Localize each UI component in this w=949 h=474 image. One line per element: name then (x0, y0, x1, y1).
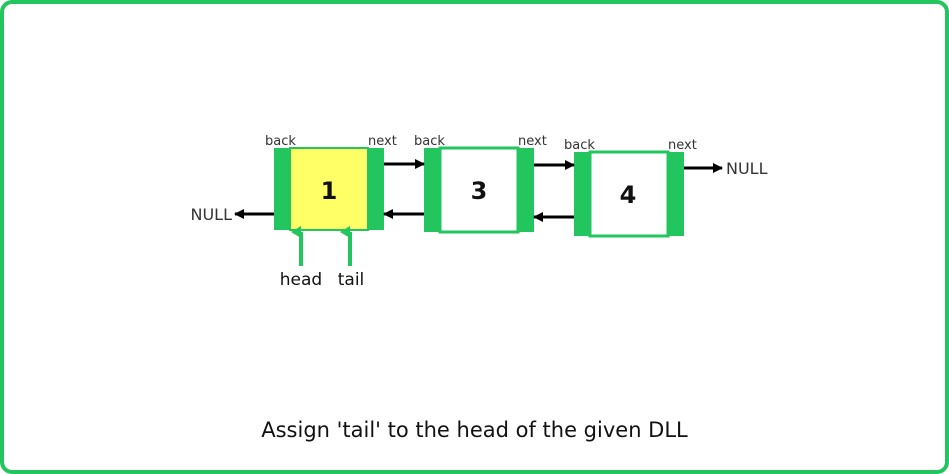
node-1: 1 back next (265, 134, 397, 231)
null-right-label: NULL (726, 159, 768, 178)
node-1-back-cell (274, 148, 290, 230)
node-3-next-cell (518, 148, 534, 232)
node-1-back-label: back (265, 134, 296, 149)
diagram-caption: Assign 'tail' to the head of the given D… (261, 418, 688, 442)
node-4-next-cell (668, 152, 684, 236)
node-3-data-cell (438, 146, 520, 234)
node-1-value: 1 (321, 177, 338, 205)
node-3-back-cell (424, 148, 440, 232)
node-3-value: 3 (471, 177, 488, 205)
node-3-next-label: next (518, 134, 547, 149)
node-4-back-label: back (564, 138, 595, 153)
node-1-next-label: next (368, 134, 397, 149)
node-4-next-label: next (668, 138, 697, 153)
tail-pointer-label: tail (338, 270, 365, 290)
node-3-back-label: back (414, 134, 445, 149)
node-3: 3 back next (414, 134, 547, 234)
head-pointer-label: head (280, 270, 322, 290)
node-1-next-cell (368, 148, 384, 230)
null-left-label: NULL (190, 205, 232, 224)
node-1-data-cell (289, 147, 369, 231)
node-4-back-cell (574, 152, 590, 236)
node-4-value: 4 (620, 181, 637, 209)
node-4: 4 back next (564, 138, 697, 238)
